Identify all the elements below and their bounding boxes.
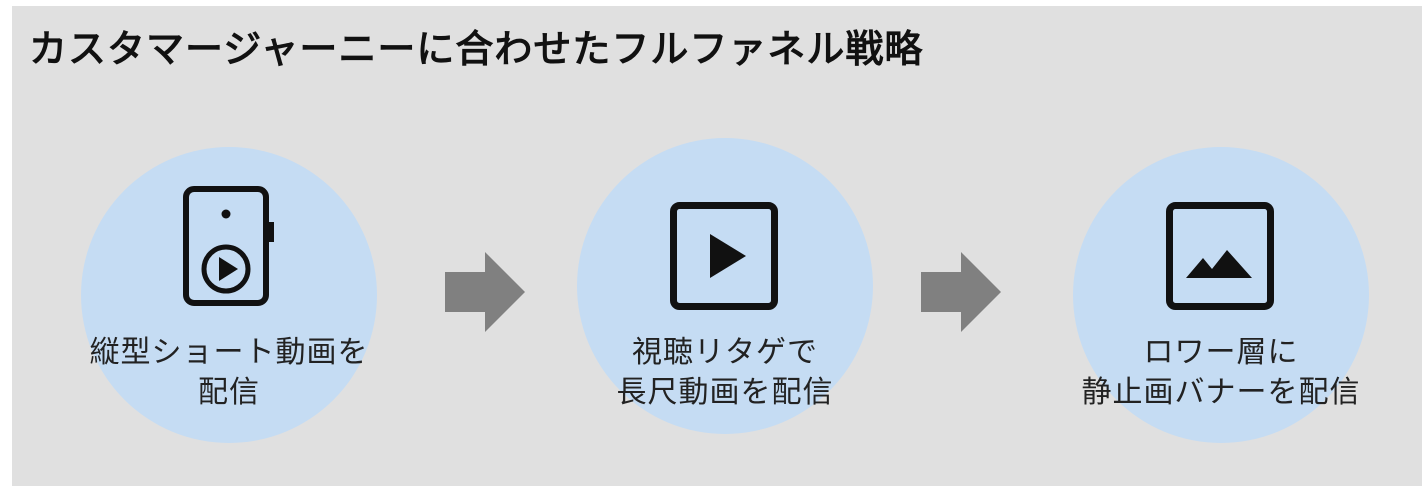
play-button-icon bbox=[670, 202, 778, 310]
step-1-label: 縦型ショート動画を 配信 bbox=[59, 333, 399, 413]
step-3-label: ロワー層に 静止画バナーを配信 bbox=[1051, 333, 1391, 413]
arrow-right-icon bbox=[445, 252, 525, 332]
diagram-panel: カスタマージャーニーに合わせたフルファネル戦略 縦型ショート動画を 配信 視聴リ… bbox=[12, 6, 1422, 486]
smartphone-play-icon bbox=[183, 186, 274, 306]
step-1-label-line-2: 配信 bbox=[198, 375, 260, 410]
step-2-label-line-1: 視聴リタゲで bbox=[632, 335, 818, 370]
step-3-label-line-2: 静止画バナーを配信 bbox=[1081, 375, 1361, 410]
step-3-label-line-1: ロワー層に bbox=[1143, 335, 1299, 370]
step-2-circle bbox=[577, 138, 873, 434]
step-3-circle bbox=[1073, 147, 1369, 443]
step-2-label-line-2: 長尺動画を配信 bbox=[616, 375, 834, 410]
step-1-label-line-1: 縦型ショート動画を bbox=[89, 335, 369, 370]
image-icon bbox=[1166, 202, 1274, 310]
diagram-title: カスタマージャーニーに合わせたフルファネル戦略 bbox=[29, 27, 924, 71]
step-1-circle bbox=[81, 147, 377, 443]
step-2-label: 視聴リタゲで 長尺動画を配信 bbox=[555, 333, 895, 413]
arrow-right-icon bbox=[921, 252, 1001, 332]
